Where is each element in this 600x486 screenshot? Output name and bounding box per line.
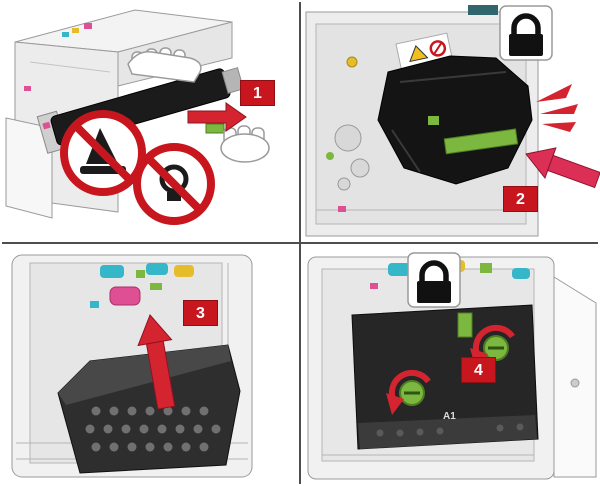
panel-step-4: A1 — [300, 243, 600, 486]
thumbscrew-left — [399, 380, 425, 406]
insert-arrow-icon — [525, 147, 600, 189]
right-arrow-icon — [187, 102, 247, 132]
waste-toner-bottle — [57, 344, 241, 474]
no-light-exposure-icon — [133, 143, 215, 225]
padlock-icon — [407, 252, 461, 308]
panel-4-illustration: A1 — [307, 252, 597, 480]
hand-right — [220, 125, 270, 163]
unit-label: A1 — [443, 411, 456, 422]
panel-divider-horizontal — [2, 242, 598, 244]
panel-step-2: 2 — [300, 0, 600, 243]
step-badge-2: 2 — [503, 186, 538, 212]
green-handle — [205, 123, 225, 134]
panel-2-illustration — [305, 5, 600, 237]
panel-step-1: 1 — [0, 0, 300, 243]
panel-step-3: 3 — [0, 243, 300, 486]
up-arrow-icon — [137, 314, 176, 410]
toner-cartridge-tabs — [90, 263, 194, 308]
rotate-arrow-icon — [386, 369, 431, 415]
panel-1-illustration — [5, 9, 270, 225]
no-sharp-object-icon — [60, 110, 146, 196]
hand-top — [127, 47, 202, 83]
imaging-unit-illustration — [377, 55, 533, 185]
panel-3-illustration — [11, 254, 253, 478]
step-badge-3: 3 — [183, 300, 218, 326]
thumbscrew-right — [483, 335, 509, 361]
padlock-icon — [499, 5, 553, 61]
step-badge-1: 1 — [240, 80, 275, 106]
waste-toner-bottle: A1 — [351, 304, 539, 450]
snap-click-icon — [536, 84, 578, 132]
step-badge-4: 4 — [461, 357, 496, 383]
open-door — [553, 276, 597, 478]
